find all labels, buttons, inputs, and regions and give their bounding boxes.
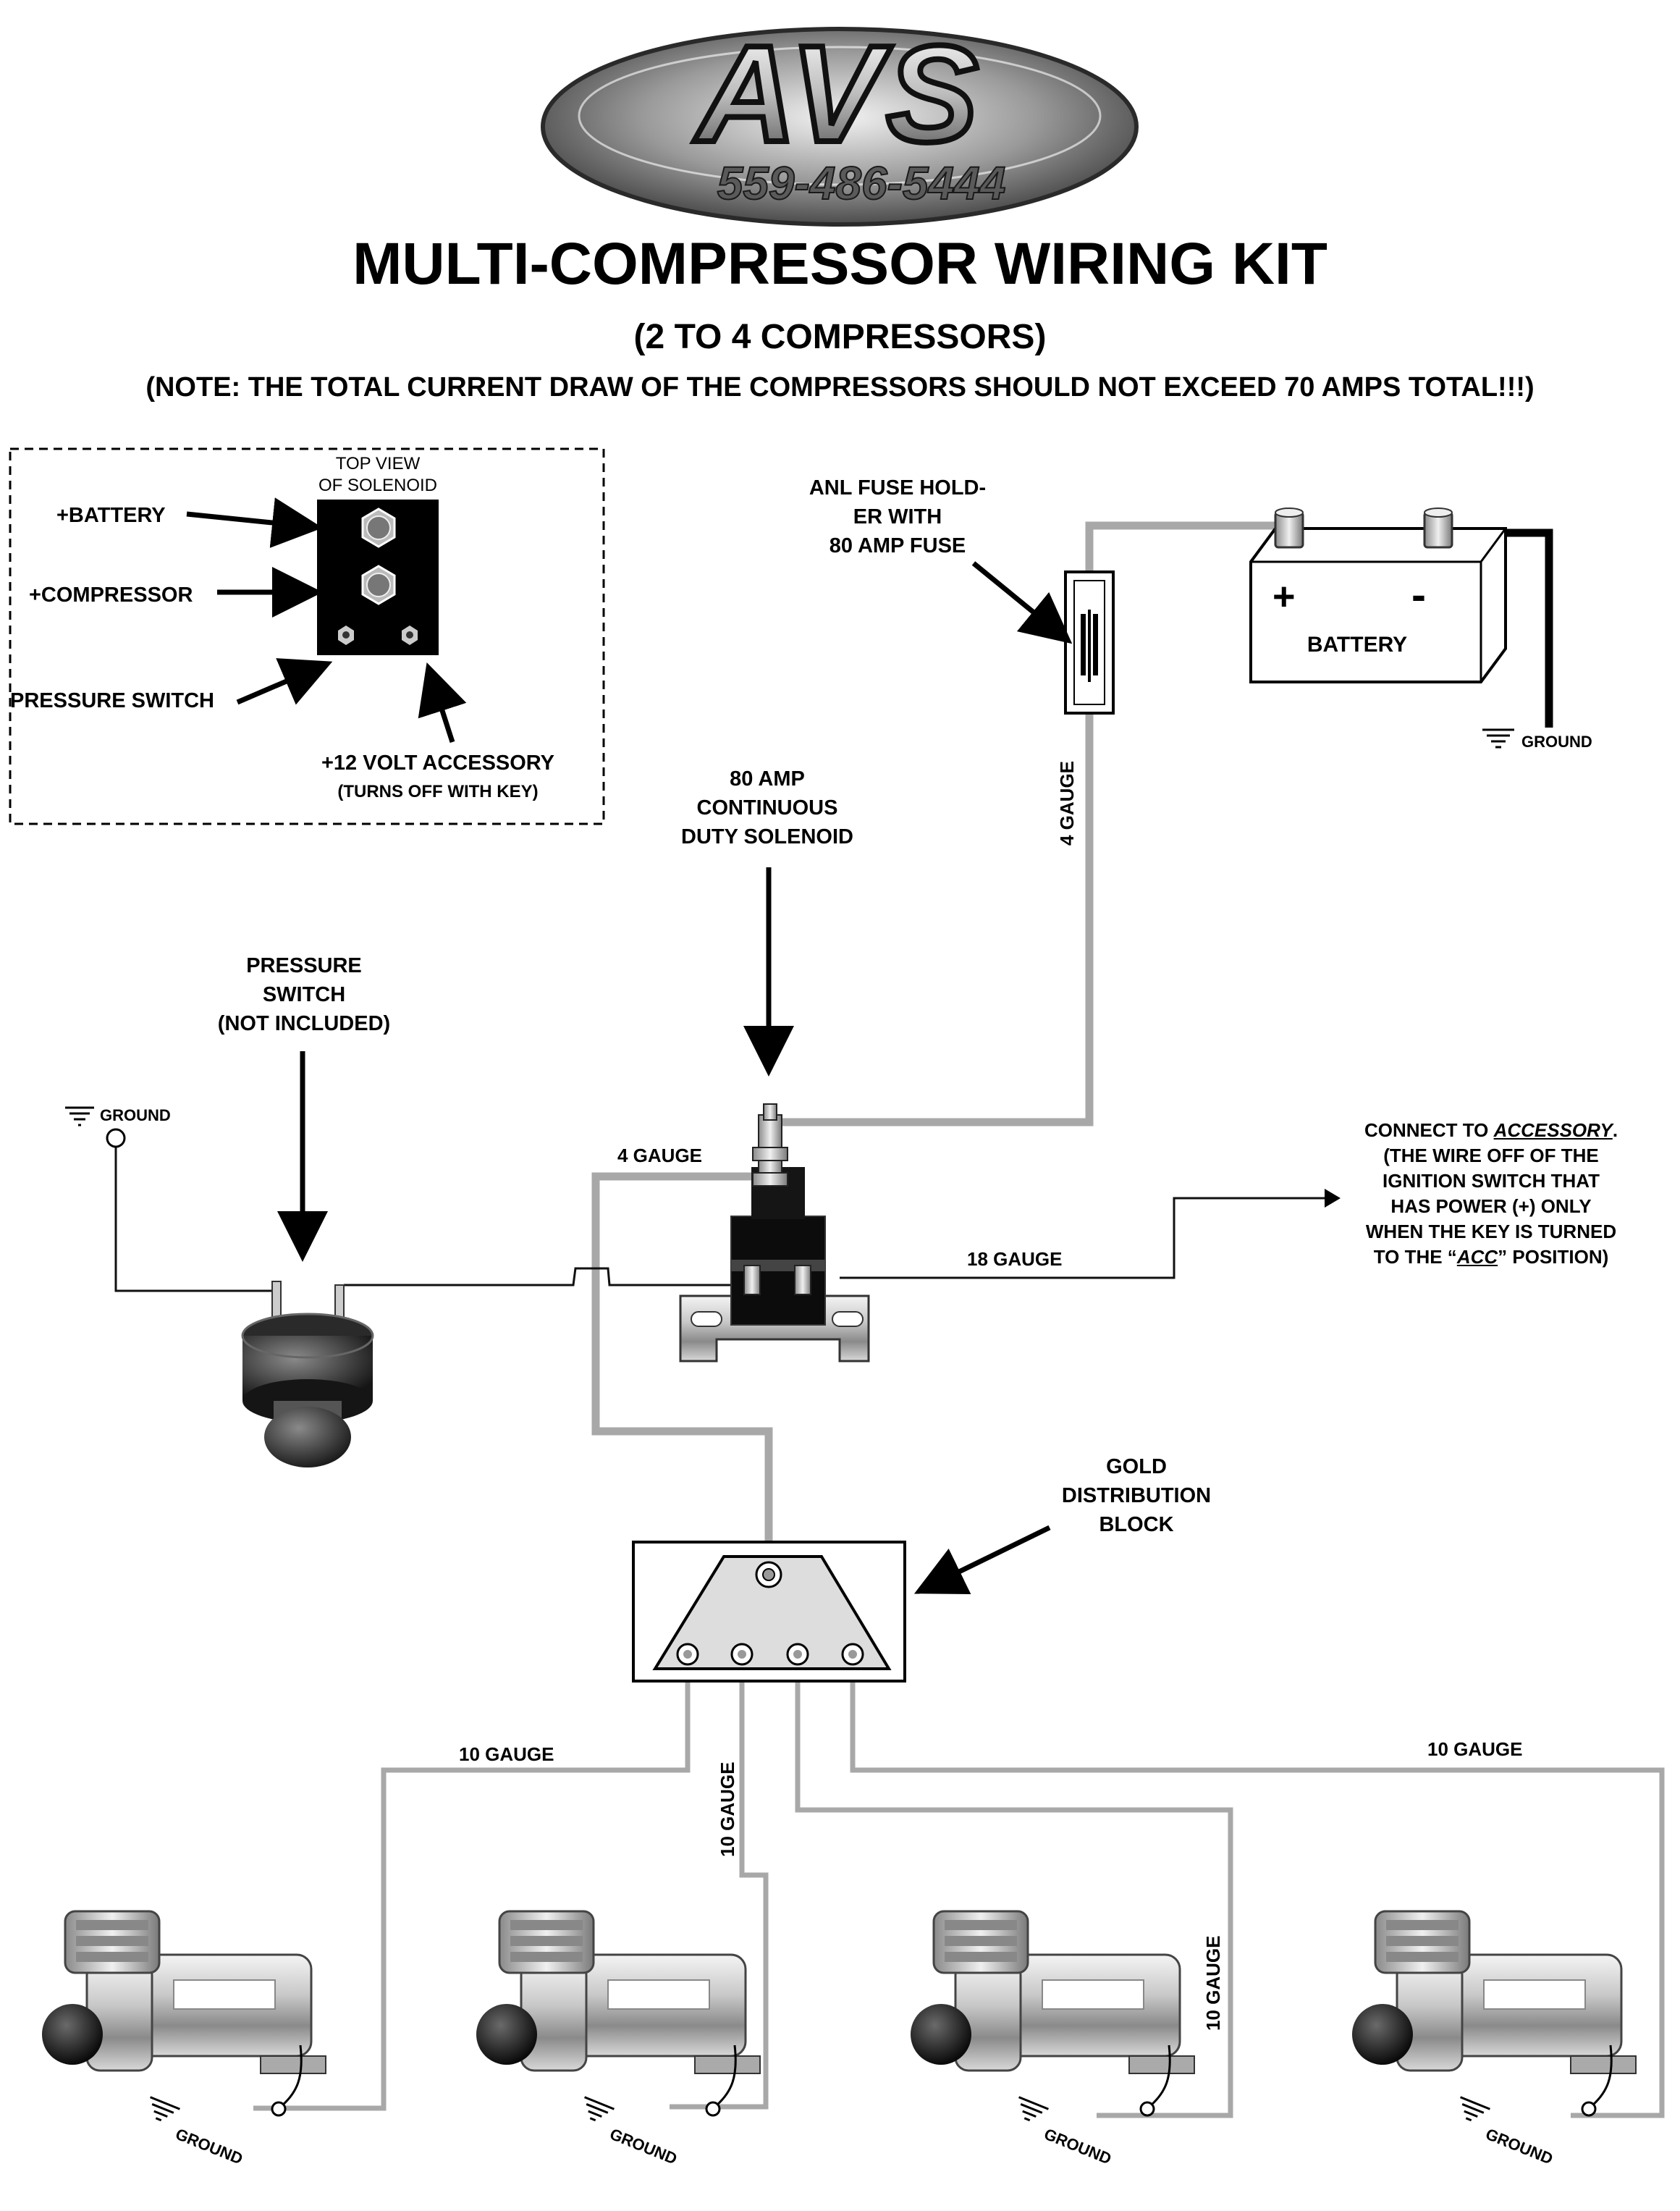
accessory-note-6: TO THE “ACC” POSITION) (1332, 1246, 1650, 1268)
gauge-label-comp3: 10 GAUGE (1202, 1936, 1224, 2031)
fuse-holder-icon (1064, 570, 1115, 715)
compressor-4-ground-label: GROUND (1483, 2125, 1556, 2168)
wire-block-to-comp4 (850, 1658, 1665, 2118)
ground-symbol-icon (584, 2096, 615, 2122)
gauge-label-block: 4 GAUGE (617, 1145, 702, 1166)
ground-symbol-icon (1460, 2096, 1490, 2122)
battery-minus-label: - (1411, 570, 1426, 619)
compressor-2-ground: GROUND (584, 2096, 680, 2168)
accessory-note-1: CONNECT TO ACCESSORY. (1332, 1119, 1650, 1142)
ground-symbol-icon (150, 2096, 180, 2122)
gauge-label-accessory: 18 GAUGE (967, 1248, 1063, 1270)
accessory-note-1-emph: ACCESSORY (1493, 1119, 1613, 1141)
current-note: (NOTE: THE TOTAL CURRENT DRAW OF THE COM… (145, 372, 1535, 403)
compressor-3-ground: GROUND (1018, 2096, 1114, 2168)
switch-label-1: PRESSURE (246, 954, 362, 977)
thin-wires (114, 1144, 1325, 1292)
logo-phone: 559-486-5444 (717, 157, 1006, 209)
label-12v-accessory: +12 VOLT ACCESSORY (321, 751, 555, 775)
ground-symbol-icon (1482, 728, 1514, 749)
gauge-label-comp1: 10 GAUGE (459, 1743, 554, 1765)
accessory-note-1-prefix: CONNECT TO (1364, 1119, 1494, 1141)
switch-ground-terminal (106, 1128, 126, 1148)
top-view-title-1: TOP VIEW (336, 454, 421, 473)
wire-solenoid-to-block (591, 1172, 773, 1553)
ground-symbol-icon (1018, 2096, 1049, 2122)
accessory-arrow-icon (1325, 1189, 1341, 1208)
top-view-title-2: OF SOLENOID (318, 476, 437, 495)
solenoid-label-3: DUTY SOLENOID (681, 825, 853, 848)
accessory-note-6-prefix: TO THE “ (1373, 1246, 1457, 1268)
solenoid-label-1: 80 AMP (730, 767, 805, 791)
compressor-2-ground-label: GROUND (607, 2125, 680, 2168)
logo: AVS 559-486-5444 (536, 14, 1144, 232)
wire-fuse-to-solenoid (774, 713, 1094, 1126)
wire-switch-to-solenoid (344, 1267, 738, 1286)
wire-switch-ground (114, 1144, 271, 1292)
block-label-2: DISTRIBUTION (1061, 1484, 1212, 1507)
block-label-3: BLOCK (1099, 1513, 1174, 1536)
label-accessory-note: (TURNS OFF WITH KEY) (337, 782, 539, 801)
solenoid-top-view-panel: TOP VIEW OF SOLENOID (9, 447, 605, 825)
ground-symbol-icon (65, 1106, 94, 1126)
compressor-stud-icon (361, 565, 396, 605)
gauge-label-battery: 4 GAUGE (1056, 761, 1078, 846)
solenoid-label-2: CONTINUOUS (696, 796, 838, 820)
compressor-filter-icon (911, 2004, 971, 2065)
compressor-3-ground-label: GROUND (1042, 2125, 1114, 2168)
logo-brand: AVS (694, 22, 983, 171)
compressor-2 (476, 1910, 761, 2117)
page-title: MULTI-COMPRESSOR WIRING KIT (353, 231, 1327, 297)
switch-label-2: SWITCH (262, 983, 346, 1006)
wire-block-to-comp1 (253, 1658, 691, 2111)
accessory-note-3: IGNITION SWITCH THAT (1383, 1170, 1600, 1192)
gauge-label-comp4: 10 GAUGE (1427, 1738, 1523, 1760)
compressor-filter-icon (42, 2004, 103, 2065)
accessory-note-2: (THE WIRE OFF OF THE (1383, 1145, 1599, 1166)
label-plus-battery: +BATTERY (56, 504, 166, 527)
small-terminal-right-icon (402, 626, 418, 645)
battery-icon (1249, 508, 1507, 683)
accessory-note-6-suffix: ” POSITION) (1498, 1246, 1609, 1268)
battery-plus-label: + (1272, 575, 1296, 618)
wire-battery-to-fuse (1085, 521, 1288, 572)
accessory-note-4: HAS POWER (+) ONLY (1390, 1195, 1592, 1217)
label-pressure-switch: PRESSURE SWITCH (10, 689, 214, 712)
pressure-switch-icon (241, 1281, 374, 1467)
gauge-label-comp2: 10 GAUGE (717, 1762, 738, 1858)
wire-block-to-comp3 (795, 1658, 1233, 2118)
block-label-1: GOLD (1106, 1455, 1167, 1478)
small-terminal-left-icon (338, 626, 354, 645)
heavy-wires (591, 521, 1288, 1553)
solenoid-icon (679, 1103, 870, 1363)
battery-stud-icon (361, 508, 396, 548)
battery-label: BATTERY (1307, 633, 1407, 657)
compressor-filter-icon (1352, 2004, 1413, 2065)
fuse-label-1: ANL FUSE HOLD- (809, 476, 987, 500)
switch-label-3: (NOT INCLUDED) (217, 1012, 391, 1035)
battery-ground-label: GROUND (1521, 733, 1592, 751)
label-plus-compressor: +COMPRESSOR (29, 584, 193, 607)
switch-ground-label: GROUND (100, 1106, 171, 1124)
compressor-1-ground-label: GROUND (173, 2125, 245, 2168)
compressor-filter-icon (476, 2004, 537, 2065)
wire-block-to-comp2 (670, 1658, 769, 2110)
fuse-label-2: ER WITH (853, 505, 942, 528)
page-subtitle: (2 TO 4 COMPRESSORS) (633, 318, 1047, 356)
accessory-note-5: WHEN THE KEY IS TURNED (1365, 1221, 1617, 1242)
wire-accessory (840, 1197, 1325, 1279)
compressor-3 (911, 1910, 1195, 2117)
distribution-block-icon (632, 1541, 906, 1683)
fuse-label-3: 80 AMP FUSE (829, 534, 966, 557)
compressor-4-ground: GROUND (1460, 2096, 1556, 2168)
accessory-note-6-emph: ACC (1456, 1246, 1498, 1268)
compressor-1-ground: GROUND (150, 2096, 245, 2168)
compressor-1 (42, 1910, 326, 2117)
logo-graphic: AVS 559-486-5444 (541, 14, 1139, 227)
branch-wires (253, 1658, 1665, 2118)
compressor-4 (1352, 1910, 1637, 2117)
accessory-note-1-suffix: . (1612, 1119, 1618, 1141)
dashed-frame (9, 447, 605, 825)
